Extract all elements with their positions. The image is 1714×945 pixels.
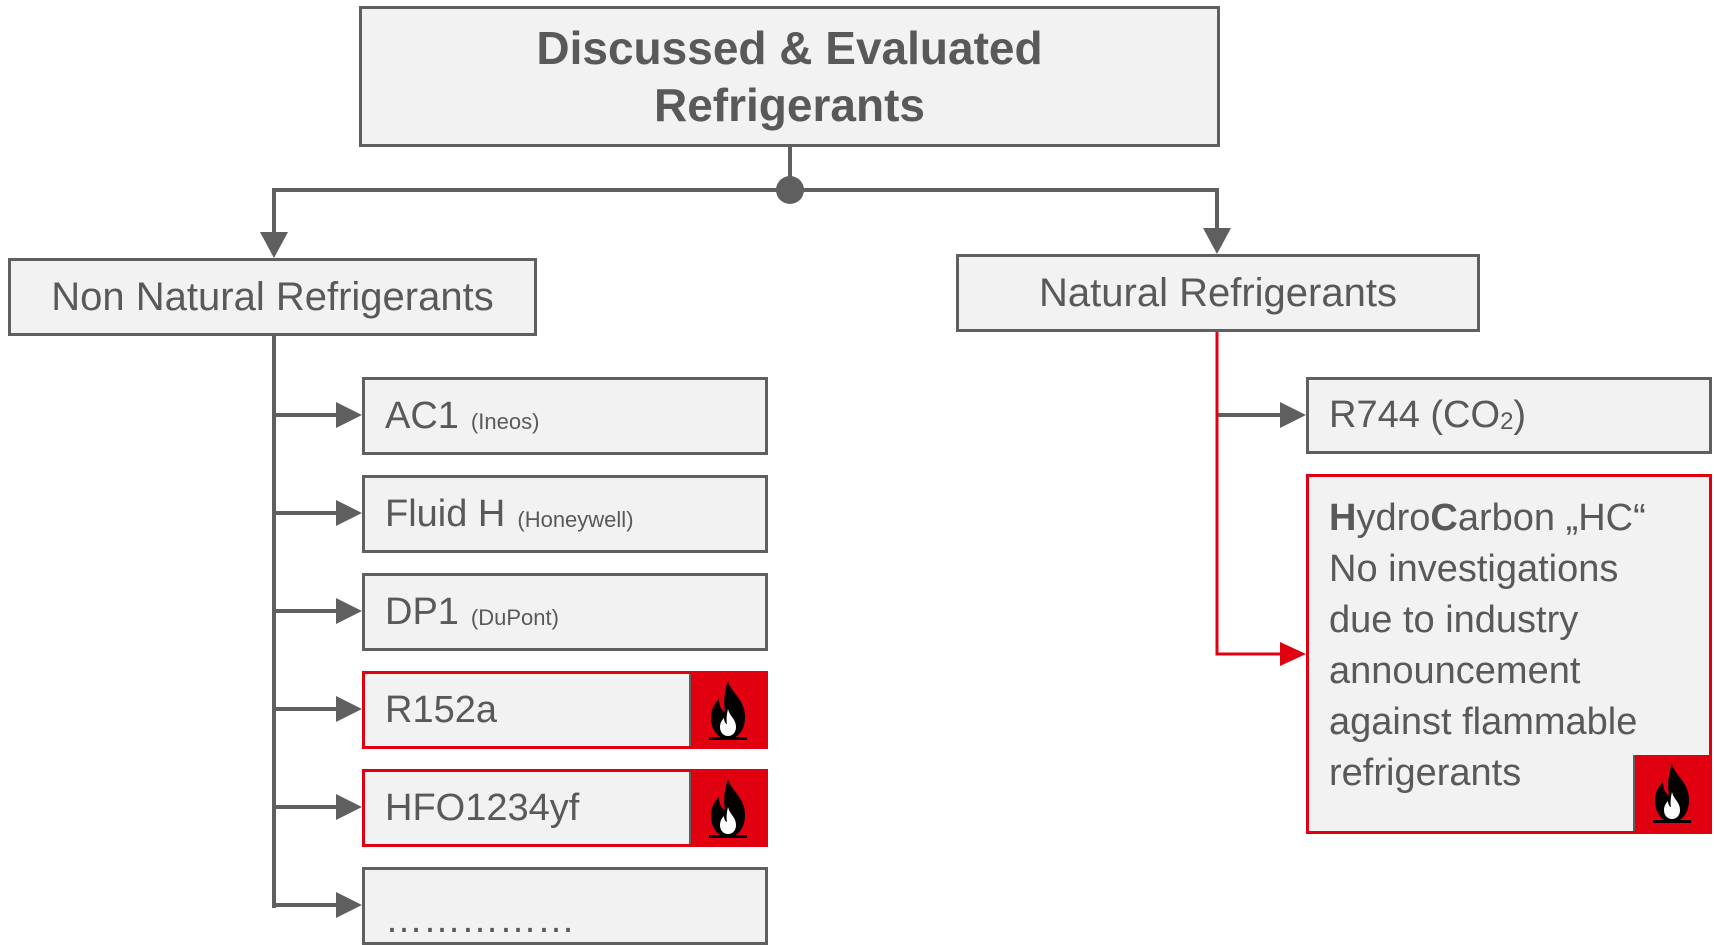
flammable-badge	[689, 674, 765, 746]
r744-prefix: R744 (CO	[1329, 394, 1501, 436]
hc-h: H	[1329, 497, 1357, 539]
flame-icon	[709, 681, 747, 740]
branch-arrowhead	[336, 598, 362, 624]
branch-arrowhead	[336, 696, 362, 722]
branch-arrowhead	[336, 500, 362, 526]
left-branch-arrows	[272, 402, 362, 918]
flammable-badge	[1633, 755, 1709, 831]
r744-suffix: )	[1513, 394, 1527, 436]
hc-heading: HydroCarbon „HC“	[1329, 493, 1689, 544]
non-natural-label: Non Natural Refrigerants	[51, 274, 494, 319]
item-fluid-h: Fluid H (Honeywell)	[362, 475, 768, 553]
hc-arrowhead	[1280, 642, 1306, 666]
title-line-1: Discussed & Evaluated	[536, 21, 1043, 74]
flame-icon	[709, 779, 747, 838]
hc-ydro: ydro	[1356, 497, 1431, 539]
hc-line-4: announcement	[1329, 650, 1581, 692]
item-r152a: R152a	[362, 671, 768, 749]
flame-icon	[1653, 764, 1691, 823]
item-ac1: AC1 (Ineos)	[362, 377, 768, 455]
item-name: AC1	[385, 394, 459, 437]
item-maker: (DuPont)	[470, 605, 559, 630]
branch-arrowhead	[336, 892, 362, 918]
hc-line-5: against flammable	[1329, 701, 1638, 743]
item-hydrocarbon: HydroCarbon „HC“ No investigations due t…	[1306, 474, 1712, 834]
item-name: R152a	[385, 688, 497, 731]
branch-arrowhead	[336, 794, 362, 820]
branch-arrowhead	[336, 402, 362, 428]
r744-subscript: 2	[1500, 407, 1514, 435]
item-name: ……………	[385, 898, 575, 941]
item-name: DP1	[385, 590, 459, 633]
item-maker: (Ineos)	[470, 409, 540, 434]
natural-label: Natural Refrigerants	[1039, 270, 1397, 315]
hc-connector-line	[1215, 332, 1282, 656]
hc-line-3: due to industry	[1329, 599, 1579, 641]
hc-line-6: refrigerants	[1329, 752, 1522, 794]
r744-arrowhead	[1280, 402, 1306, 428]
item-hfo1234yf: HFO1234yf	[362, 769, 768, 847]
non-natural-refrigerants-box: Non Natural Refrigerants	[8, 258, 537, 336]
left-drop-arrowhead	[260, 232, 288, 258]
right-drop-arrowhead	[1203, 228, 1231, 254]
hc-arbon: arbon „HC“	[1457, 497, 1646, 539]
item-ellipsis: ……………	[362, 867, 768, 945]
item-name: HFO1234yf	[385, 786, 580, 829]
title-line-2: Refrigerants	[654, 78, 925, 131]
flammable-badge	[689, 772, 765, 844]
hc-c: C	[1430, 497, 1458, 539]
item-maker: (Honeywell)	[517, 507, 634, 532]
natural-refrigerants-box: Natural Refrigerants	[956, 254, 1480, 332]
hc-line-2: No investigations	[1329, 548, 1619, 590]
item-name: Fluid H	[385, 492, 506, 535]
item-dp1: DP1 (DuPont)	[362, 573, 768, 651]
title-box: Discussed & Evaluated Refrigerants	[359, 6, 1220, 147]
